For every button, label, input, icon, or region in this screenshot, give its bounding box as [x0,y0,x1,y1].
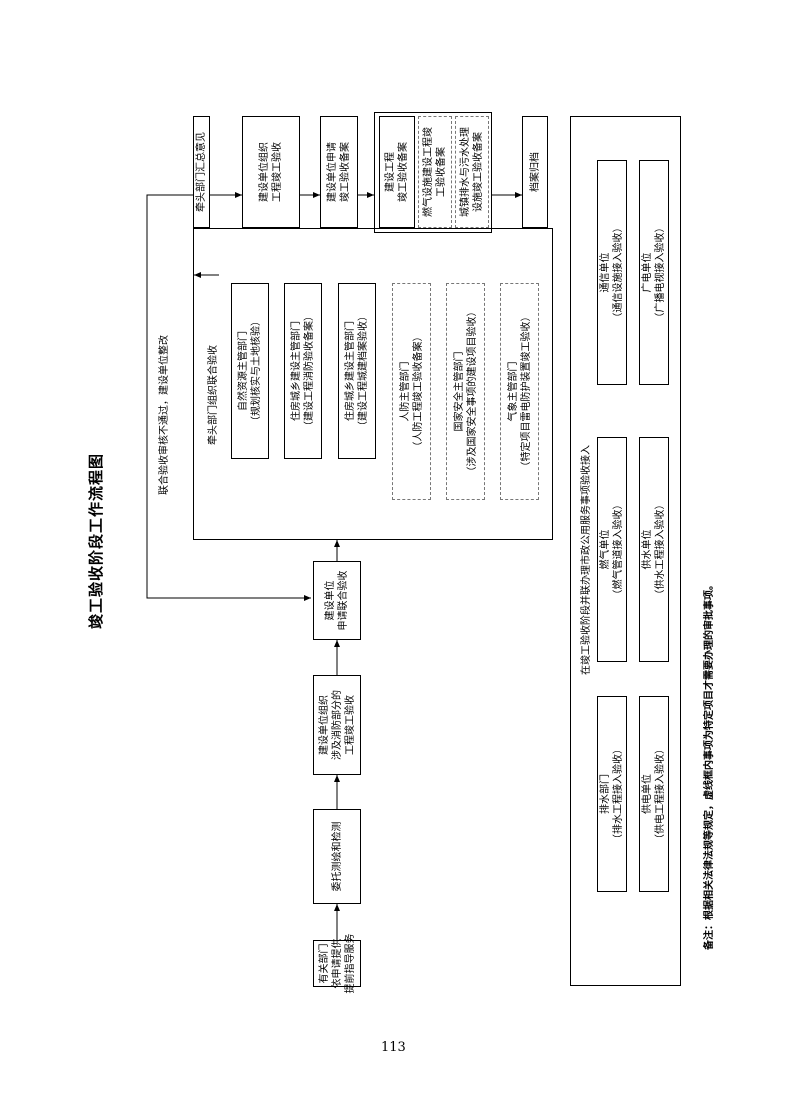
feedback-label: 联合验收审核不通过，建设单位整改 [159,335,170,495]
archive-filing: 档案归档 [522,116,548,228]
dept-civil-air-defense: 人防主管部门（人防工程竣工验收备案） [392,283,431,500]
step-apply-joint-acceptance: 建设单位申请联合验收 [313,561,361,640]
dept-meteorology: 气象主管部门（特定项目雷电防护装置竣工验收） [500,283,539,500]
filing-sewage: 城镇排水与污水处理设施竣工验收备案 [455,116,489,228]
dept-housing-archives: 住房城乡建设主管部门（建设工程城建档案验收） [338,283,376,459]
utility-gas: 燃气单位（燃气管道接入验收） [597,437,627,662]
utility-broadcast: 广电单位（广播电视接入验收） [639,160,669,385]
footnote: 备注：根据相关法律法规等规定，虚线框内事项为特定项目才需要办理的审批事项。 [704,580,715,950]
utility-water: 供水单位（供水工程接入验收） [639,437,669,662]
utility-drainage: 排水部门（排水工程接入验收） [597,696,627,892]
page-number: 113 [381,1040,406,1055]
filing-construction: 建设工程竣工验收备案 [379,116,415,228]
step-fire-acceptance: 建设单位组织涉及消防部分的工程竣工验收 [313,675,361,775]
feedback-arrow [146,194,311,601]
step-advance-guidance: 有关部门依申请提供提前指导服务 [313,934,361,994]
dept-housing-fire-filing: 住房城乡建设主管部门（建设工程消防验收备案） [284,283,322,459]
step-survey-testing: 委托测绘和检测 [313,809,361,904]
utilities-title: 在竣工验收阶段并联办理市政公用服务事项验收接入 [581,445,592,675]
utility-telecom: 通信单位（通信设施接入验收） [597,160,627,385]
apply-completion-filing: 建设单位申请竣工验收备案 [320,116,358,228]
dept-national-security: 国家安全主管部门（涉及国家安全事项的建设项目验收） [446,283,485,500]
lead-dept-summary: 牵头部门汇总意见 [193,116,210,228]
dept-natural-resources: 自然资源主管部门（规划核实与土地核验） [231,283,269,459]
filing-gas: 燃气设施建设工程竣工验收备案 [418,116,452,228]
page-title: 竣工验收阶段工作流程图 [87,452,105,629]
utility-power: 供电单位（供电工程接入验收） [639,696,669,892]
completion-acceptance: 建设单位组织工程竣工验收 [242,116,300,228]
joint-acceptance-title: 牵头部门组织联合验收 [208,345,219,445]
